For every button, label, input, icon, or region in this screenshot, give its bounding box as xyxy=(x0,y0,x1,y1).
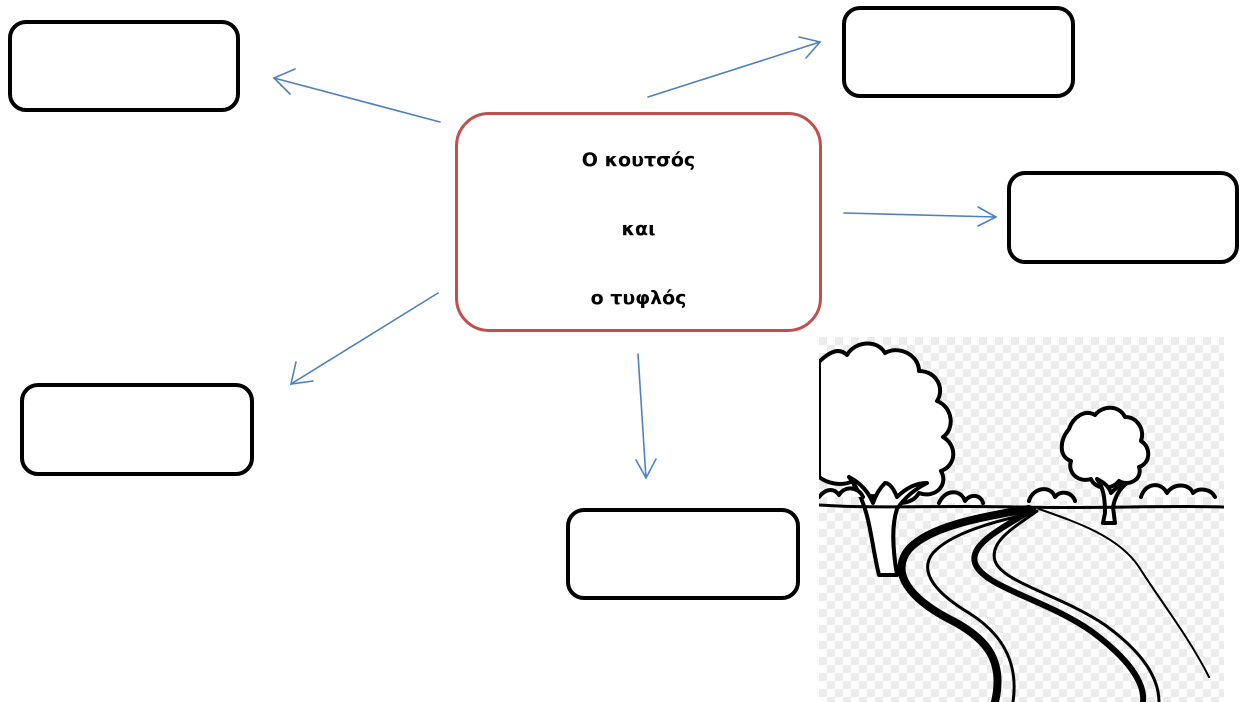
answer-box-bottom[interactable] xyxy=(566,508,800,600)
path-edge-right-inner xyxy=(992,509,1161,702)
center-title-line-2: και xyxy=(621,218,656,240)
small-tree-trunk xyxy=(1095,477,1129,525)
path-edge-outer-left xyxy=(897,505,1033,702)
big-tree-trunk xyxy=(847,475,929,577)
arrow-to-right xyxy=(843,206,998,227)
center-title-line-1: Ο κουτσός xyxy=(581,149,696,171)
arrow-to-top-right xyxy=(647,36,822,98)
answer-box-top-right[interactable] xyxy=(842,6,1075,98)
path-edge-right-outer xyxy=(971,506,1147,702)
answer-box-right[interactable] xyxy=(1007,171,1239,264)
arrow-to-bottom-left xyxy=(289,292,439,385)
arrow-to-top-left xyxy=(272,68,441,123)
path-edge-far-right xyxy=(1038,508,1210,678)
center-topic-box: Ο κουτσός και ο τυφλός xyxy=(455,112,822,332)
path-edge-inner-left xyxy=(926,511,1035,702)
small-tree-canopy xyxy=(1059,405,1151,490)
horizon-bushes xyxy=(819,483,1217,505)
park-path-trees-illustration xyxy=(819,337,1224,702)
answer-box-bottom-left[interactable] xyxy=(20,383,254,476)
arrow-to-bottom xyxy=(635,353,657,480)
answer-box-top-left[interactable] xyxy=(8,20,240,112)
center-title-line-3: ο τυφλός xyxy=(590,287,687,309)
